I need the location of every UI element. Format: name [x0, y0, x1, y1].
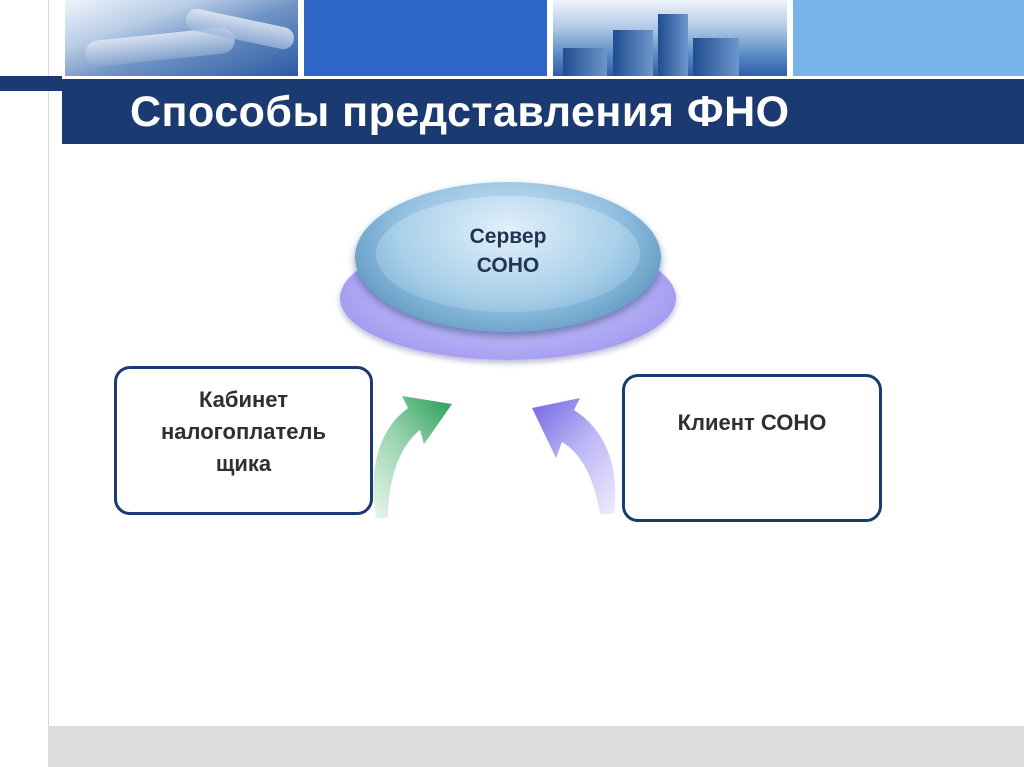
header-photo-city — [553, 0, 787, 76]
server-label-line1: Сервер — [469, 225, 547, 248]
cabinet-label-line2: налогоплатель — [161, 419, 326, 444]
client-label: Клиент СОНО — [677, 410, 827, 435]
title-bar-accent — [0, 76, 66, 91]
footer-bar — [48, 726, 1024, 767]
slide-frame — [48, 0, 1024, 767]
cabinet-label-line3: щика — [215, 451, 272, 476]
arrow-cabinet-to-server — [373, 396, 452, 518]
cabinet-label-line1: Кабинет — [198, 387, 289, 412]
header-block-lightblue — [793, 0, 1024, 76]
arrow-client-to-server — [532, 398, 616, 514]
header-block-blue — [304, 0, 547, 76]
title-bar — [62, 76, 1024, 144]
server-label: Сервер СОНО — [376, 222, 640, 280]
cabinet-label: Кабинет налогоплатель щика — [114, 384, 373, 480]
client-box — [622, 374, 882, 522]
cabinet-box — [114, 366, 373, 515]
header-photo-hands — [65, 0, 298, 76]
slide-title: Способы представления ФНО — [130, 88, 790, 136]
server-label-line2: СОНО — [476, 254, 540, 277]
server-disk-inner — [376, 196, 640, 312]
